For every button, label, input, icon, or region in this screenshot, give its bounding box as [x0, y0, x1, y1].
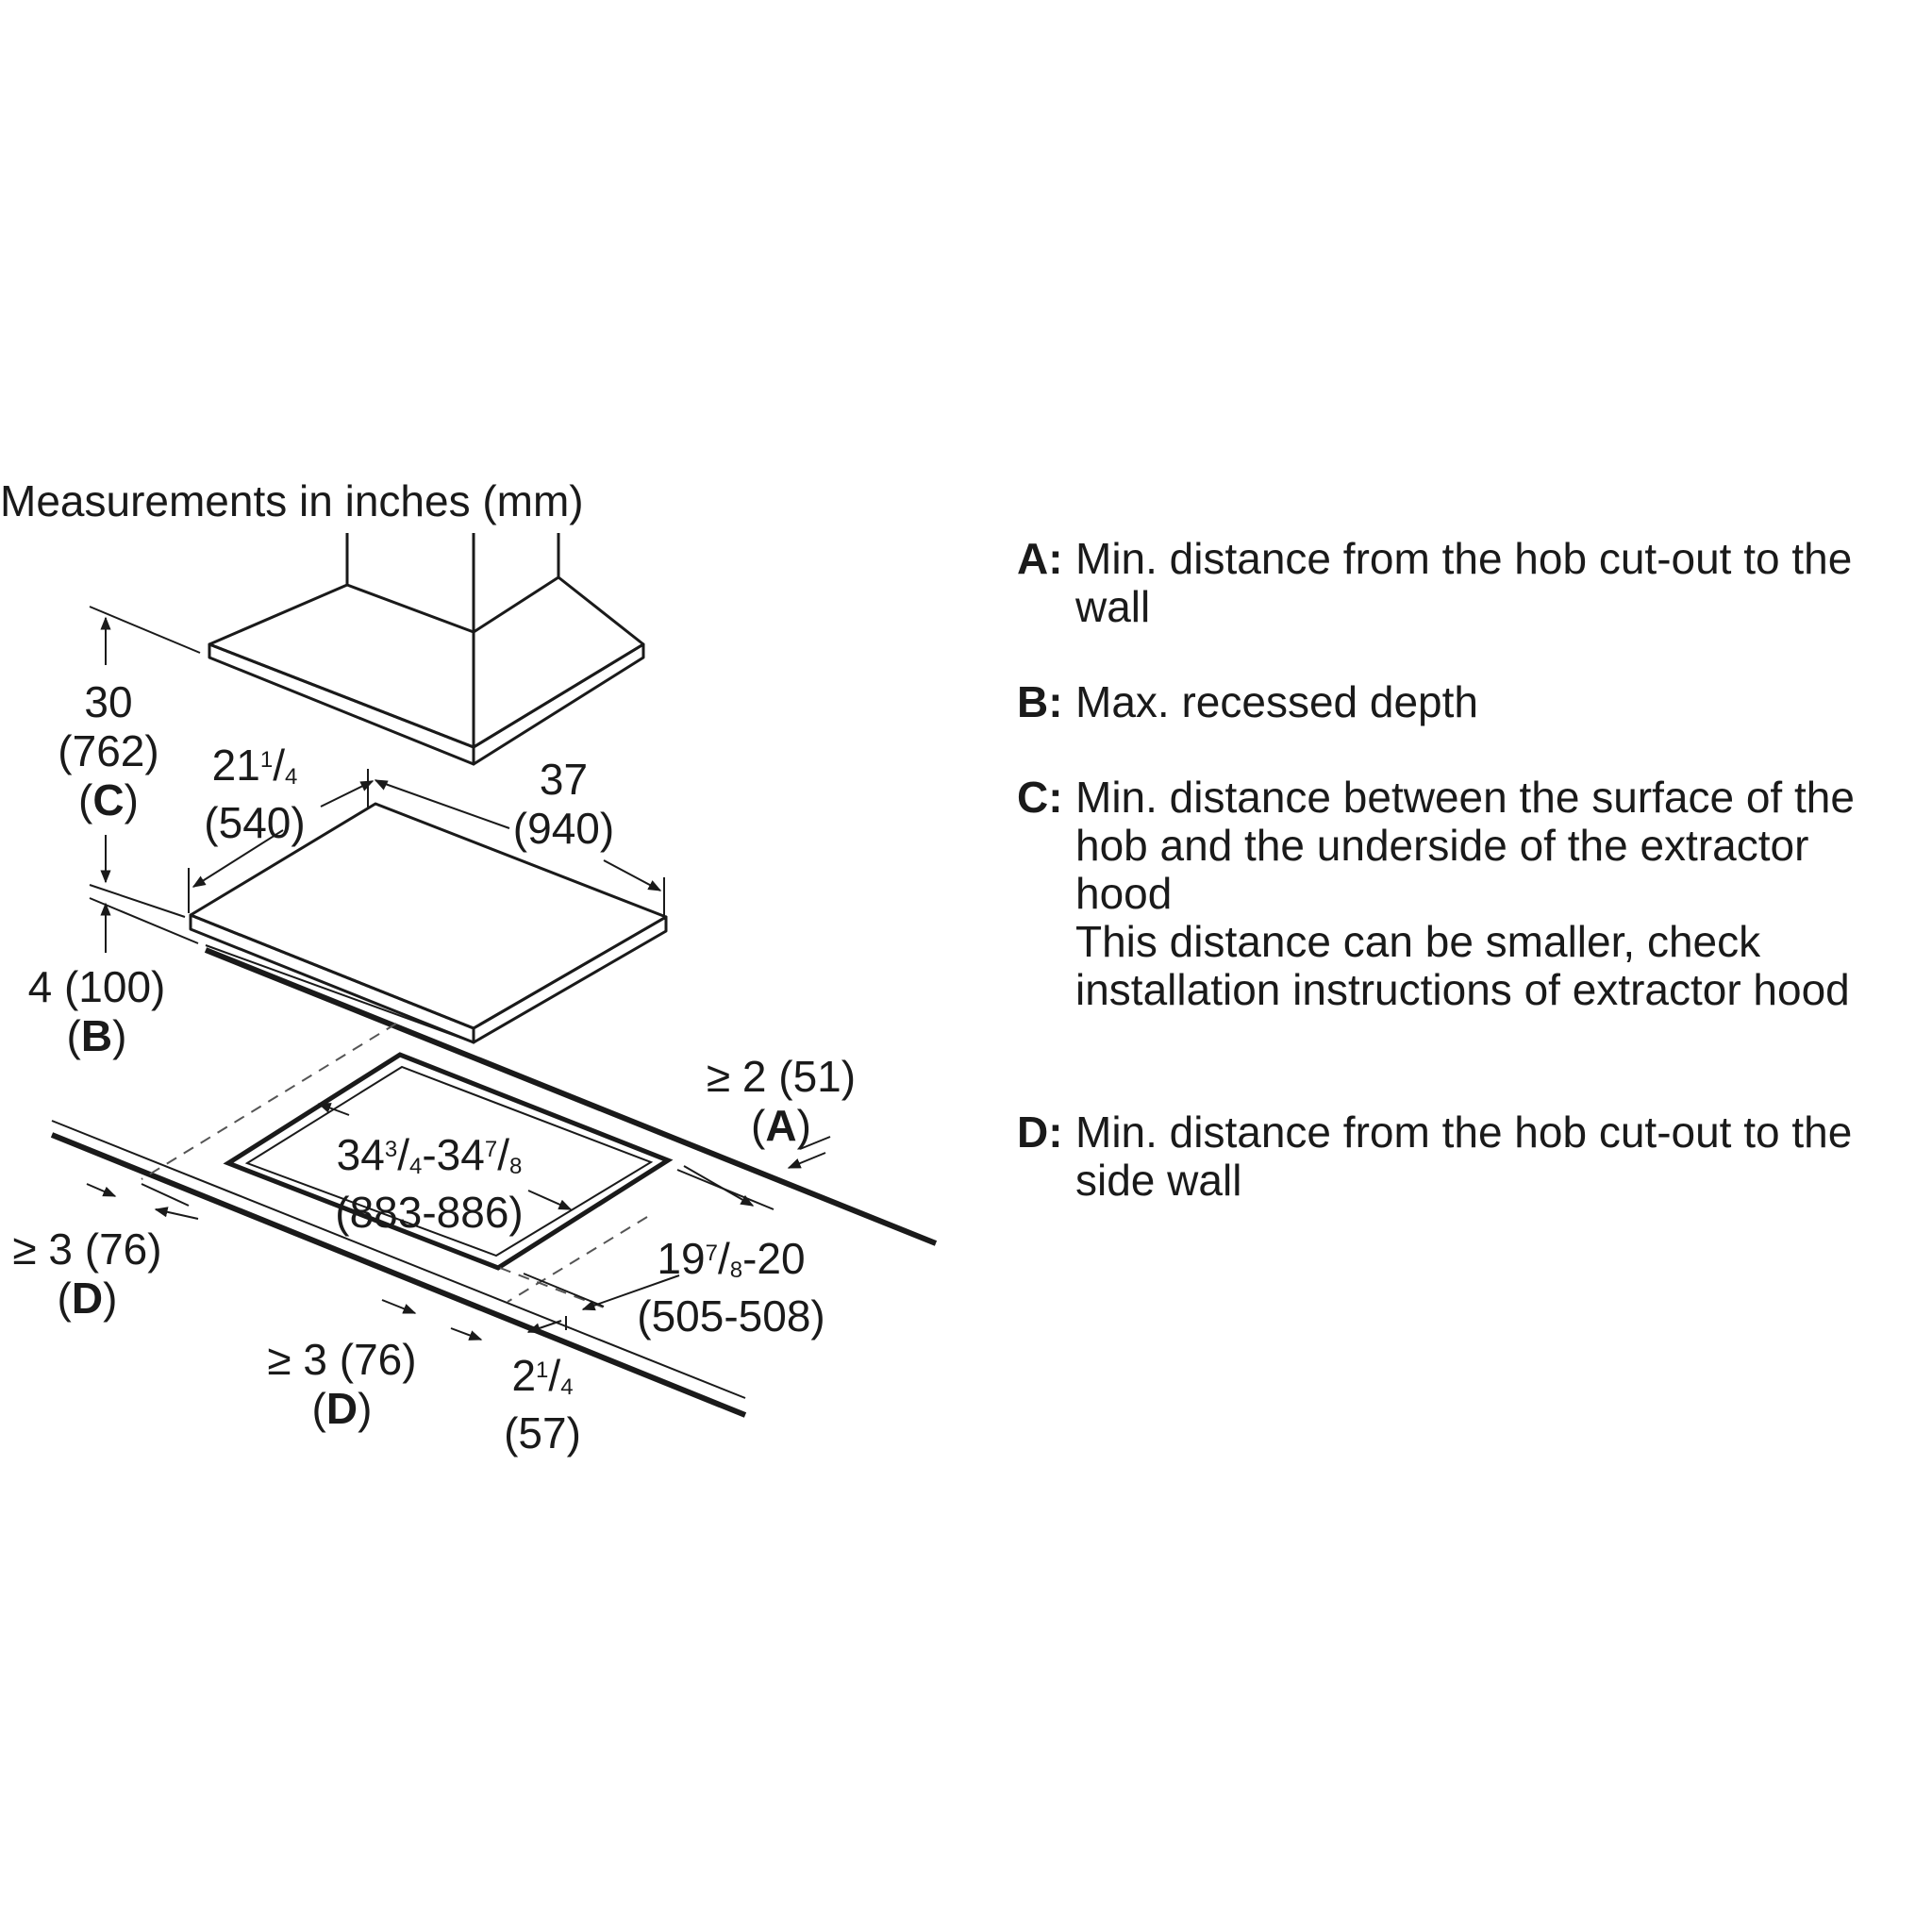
dim-c-inches: 30 [84, 677, 133, 726]
dim-a-letter: (A) [751, 1101, 811, 1150]
dim-d-front-value: ≥ 3 (76) [267, 1335, 417, 1384]
dim-hob-width-mm: (940) [512, 804, 615, 853]
dim-cutout-width-sep: - [422, 1130, 437, 1179]
dim-b-value: 4 (100) [27, 962, 166, 1011]
dim-b-label: 4 (100) (B) [14, 962, 179, 1060]
dim-c-letter-text: C [92, 775, 125, 824]
dim-cutout-width-num1: 3 [384, 1137, 398, 1162]
dim-hob-width-label: 37 (940) [491, 755, 637, 853]
extractor-hood [208, 533, 645, 766]
dim-front-gap-whole: 2 [511, 1351, 537, 1400]
legend-item-d: D: Min. distance from the hob cut-out to… [1017, 1108, 1932, 1205]
dim-front-gap-label: 21/4 (57) [491, 1351, 594, 1457]
hob [189, 802, 668, 1044]
dim-a-letter-text: A [765, 1101, 797, 1150]
dim-front-gap-den: 4 [560, 1374, 574, 1400]
legend-text: Min. distance from the hob cut-out to th… [1075, 1108, 1853, 1205]
dim-front-gap-inches: 21/4 [511, 1351, 574, 1400]
dim-cutout-width-whole2: 34 [436, 1130, 485, 1179]
dim-cutout-depth-inches: 197/8-20 [657, 1234, 806, 1283]
legend-key: B: [1017, 677, 1063, 726]
legend-key: A: [1017, 534, 1063, 583]
dim-d-left-value: ≥ 3 (76) [12, 1224, 162, 1274]
dim-front-gap-mm: (57) [504, 1408, 581, 1457]
dim-hob-depth-num: 1 [259, 747, 274, 773]
dim-cutout-width-whole1: 34 [336, 1130, 385, 1179]
dim-c-mm: (762) [58, 726, 159, 775]
legend-item-b: B: Max. recessed depth [1017, 678, 1932, 726]
dim-b-letter-text: B [80, 1011, 113, 1060]
dim-hob-depth-den: 4 [284, 764, 298, 790]
dim-a-value: ≥ 2 (51) [706, 1052, 857, 1101]
dim-d-front-label: ≥ 3 (76) (D) [255, 1335, 429, 1433]
worktop [50, 947, 938, 1418]
dim-cutout-depth-label: 197/8-20 (505-508) [623, 1234, 840, 1341]
legend-key: C: [1017, 773, 1063, 822]
dim-hob-width-inches: 37 [539, 755, 589, 804]
dim-cutout-width-den1: 4 [408, 1154, 423, 1179]
dim-cutout-width-num2: 7 [484, 1137, 498, 1162]
dim-d-front-letter: (D) [311, 1384, 373, 1433]
legend-key: D: [1017, 1108, 1063, 1157]
dim-cutout-depth-rest: -20 [742, 1234, 806, 1283]
dim-c-label: 30 (762) (C) [38, 677, 179, 824]
legend-item-a: A: Min. distance from the hob cut-out to… [1017, 535, 1932, 631]
worktop-cutout [223, 1052, 674, 1271]
diagram-title: Measurements in inches (mm) [0, 476, 584, 525]
dim-hob-depth-whole: 21 [211, 741, 260, 790]
dim-d-left-letter: (D) [57, 1274, 118, 1323]
dimension-arrows [86, 616, 826, 1341]
dim-hob-depth-inches: 211/4 [211, 741, 298, 790]
dim-cutout-depth-den: 8 [729, 1257, 743, 1283]
dim-cutout-width-den2: 8 [508, 1154, 523, 1179]
dim-c-letter: (C) [78, 775, 139, 824]
projection-lines [141, 1023, 648, 1308]
dim-a-label: ≥ 2 (51) (A) [687, 1052, 875, 1150]
legend-text: Min. distance from the hob cut-out to th… [1075, 534, 1853, 631]
dim-hob-depth-mm: (540) [204, 798, 306, 847]
dim-d-front-letter-text: D [325, 1384, 358, 1433]
dim-d-left-label: ≥ 3 (76) (D) [0, 1224, 175, 1323]
dim-front-gap-num: 1 [536, 1357, 549, 1383]
legend-text: Min. distance between the surface of the… [1075, 773, 1855, 1014]
dim-cutout-depth-mm: (505-508) [637, 1291, 825, 1341]
dim-cutout-depth-whole: 19 [657, 1234, 706, 1283]
dim-cutout-depth-num: 7 [705, 1241, 718, 1266]
dim-d-left-letter-text: D [71, 1274, 104, 1323]
dim-b-letter: (B) [66, 1011, 127, 1060]
dim-cutout-width-mm: (883-886) [335, 1188, 524, 1237]
legend-item-c: C: Min. distance between the surface of … [1017, 774, 1932, 1014]
dim-cutout-width-inches: 343/4-347/8 [336, 1130, 523, 1179]
dim-hob-depth-label: 211/4 (540) [184, 741, 325, 847]
legend-text: Max. recessed depth [1075, 677, 1479, 726]
dim-cutout-width-label: 343/4-347/8 (883-886) [311, 1130, 547, 1237]
